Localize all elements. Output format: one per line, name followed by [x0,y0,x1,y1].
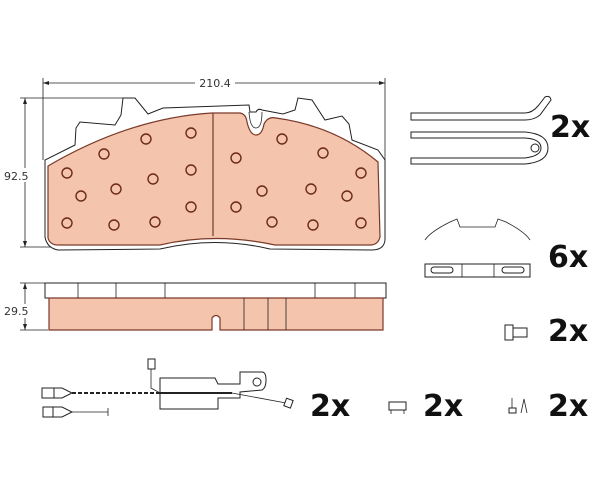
rivet-hole [110,183,122,195]
cable-clip-part [388,401,407,414]
rivet-hole [98,148,110,160]
side-view: 29.5 [4,282,387,331]
width-dimension: 210.4 [42,77,386,160]
wear-sensor-qty: 2x [310,389,350,424]
rivet-hole [341,190,353,202]
rivet-hole [305,183,317,195]
friction-pad [47,112,381,246]
rivet-hole [61,217,73,229]
cable-clip-qty: 2x [423,389,463,424]
rivet-hole [185,127,197,139]
wire-clip-part [424,218,531,278]
rivet-hole [75,190,87,202]
pins-qty: 2x [548,389,588,424]
rivet-hole [147,173,159,185]
rivet-hole [185,201,197,213]
height-label: 92.5 [4,170,29,183]
rivet-hole [317,147,329,159]
rivet-hole [256,185,268,197]
rivet-hole [355,217,367,229]
rivet-hole [61,167,73,179]
rivet-hole [355,167,367,179]
rivet-hole [307,219,319,231]
spring-clip-part [410,95,552,165]
rivet-hole [276,133,288,145]
rivet-hole [185,164,197,176]
rivet-hole [108,219,120,231]
rivet-hole [140,133,152,145]
rivet-hole [266,216,278,228]
wear-sensor-part [41,358,294,418]
rivet-hole [230,201,242,213]
bolt-qty: 2x [548,314,588,349]
wire-clip-qty: 6x [548,240,588,275]
rivet-hole [230,152,242,164]
bolt-part [504,324,528,341]
spring-clip-qty: 2x [550,110,590,145]
thickness-label: 29.5 [4,305,29,318]
width-label: 210.4 [199,77,231,90]
rivet-holes [61,127,367,231]
rivet-hole [149,216,161,228]
pins-part [508,398,528,414]
height-dimension: 92.5 [4,97,125,248]
pad-notch [248,111,263,129]
